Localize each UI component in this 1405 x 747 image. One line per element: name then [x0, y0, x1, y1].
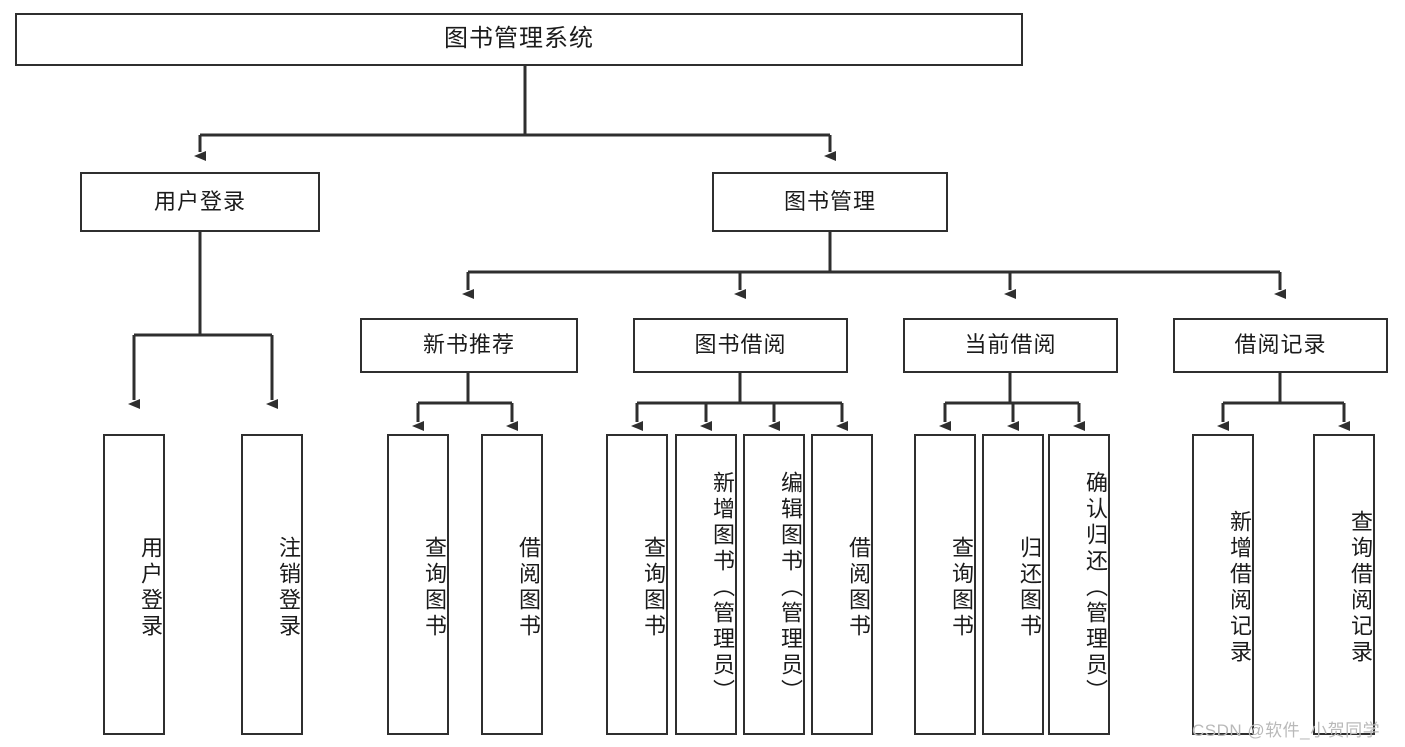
- node-leaf-label: 注销登录: [276, 535, 301, 640]
- node-leaf-label: 查询图书: [949, 535, 974, 640]
- node-user-login[interactable]: 用户登录: [80, 172, 320, 232]
- node-leaf-label: 归还图书: [1017, 535, 1042, 640]
- node-new-book-recommend[interactable]: 新书推荐: [360, 318, 578, 373]
- node-leaf-query-book-currentborrow[interactable]: 查询图书: [914, 434, 976, 735]
- node-leaf-label: 用户登录: [138, 535, 163, 640]
- node-leaf-query-book-newbook[interactable]: 查询图书: [387, 434, 449, 735]
- node-leaf-query-borrow-record[interactable]: 查询借阅记录: [1313, 434, 1375, 735]
- node-leaf-label: 借阅图书: [516, 535, 541, 640]
- node-leaf-label: 查询图书: [422, 535, 447, 640]
- node-current-borrow[interactable]: 当前借阅: [903, 318, 1118, 373]
- node-book-management[interactable]: 图书管理: [712, 172, 948, 232]
- node-leaf-label: 借阅图书: [846, 535, 871, 640]
- node-leaf-label: 编辑图书（管理员）: [778, 470, 803, 705]
- node-book-borrow[interactable]: 图书借阅: [633, 318, 848, 373]
- node-leaf-query-book-bookborrow[interactable]: 查询图书: [606, 434, 668, 735]
- node-leaf-add-borrow-record[interactable]: 新增借阅记录: [1192, 434, 1254, 735]
- node-leaf-confirm-return-admin[interactable]: 确认归还（管理员）: [1048, 434, 1110, 735]
- node-leaf-return-book[interactable]: 归还图书: [982, 434, 1044, 735]
- node-leaf-borrow-book-bookborrow[interactable]: 借阅图书: [811, 434, 873, 735]
- node-leaf-label: 确认归还（管理员）: [1083, 470, 1108, 705]
- node-root-book-management-system[interactable]: 图书管理系统: [15, 13, 1023, 66]
- node-leaf-edit-book-admin[interactable]: 编辑图书（管理员）: [743, 434, 805, 735]
- watermark-csdn: CSDN @软件_小贺同学: [1192, 721, 1381, 740]
- node-leaf-borrow-book-newbook[interactable]: 借阅图书: [481, 434, 543, 735]
- node-leaf-user-login[interactable]: 用户登录: [103, 434, 165, 735]
- node-borrow-record[interactable]: 借阅记录: [1173, 318, 1388, 373]
- node-leaf-add-book-admin[interactable]: 新增图书（管理员）: [675, 434, 737, 735]
- node-leaf-label: 新增借阅记录: [1227, 509, 1252, 666]
- node-leaf-label: 新增图书（管理员）: [710, 470, 735, 705]
- node-leaf-label: 查询借阅记录: [1348, 509, 1373, 666]
- node-leaf-logout-login[interactable]: 注销登录: [241, 434, 303, 735]
- node-leaf-label: 查询图书: [641, 535, 666, 640]
